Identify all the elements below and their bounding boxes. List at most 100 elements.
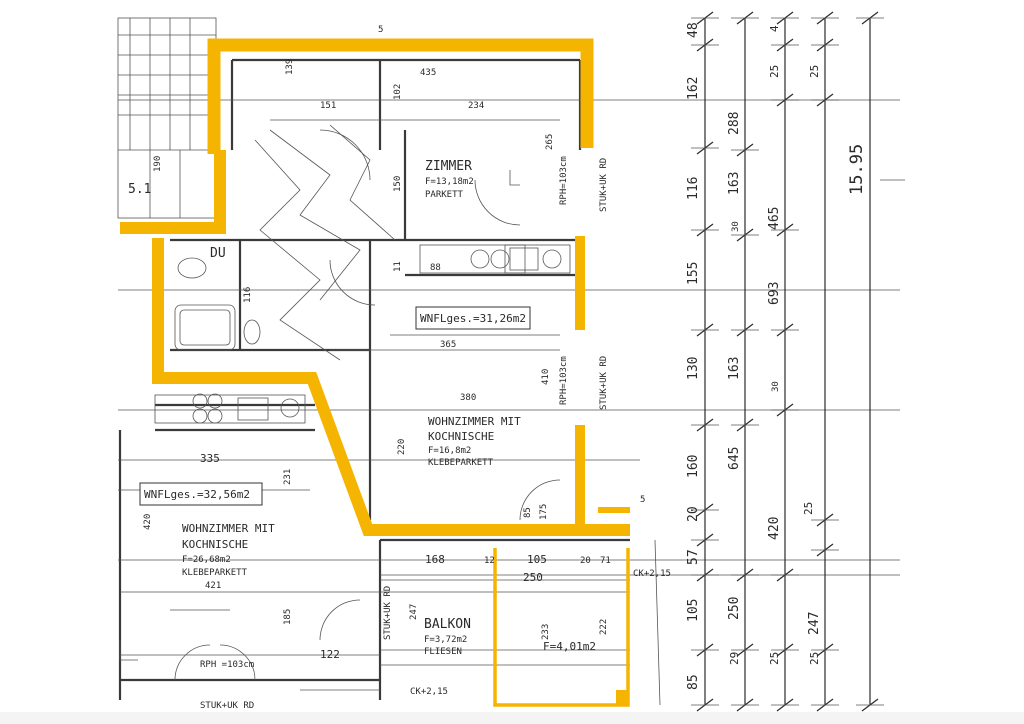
room-zimmer: ZIMMER F=13,18m2 PARKETT [425,159,474,200]
annotation-balcony-area: F=4,01m2 [543,640,596,653]
chain2-label: 645 [727,447,742,470]
annotations: F=4,01m2 RPH =103cm STUK+UK RD STUK+UK R… [200,156,671,711]
chain1-label: 48 [686,22,701,38]
chain1-label: 57 [686,549,701,565]
dim-265: 265 [545,134,555,150]
annotation-stuk-bottom: STUK+UK RD [200,701,254,711]
chain1-label: 162 [686,77,701,100]
staircase: 5.1 190 [117,17,217,219]
dim-88: 88 [430,263,441,273]
dim-234: 234 [468,101,484,111]
chain-4: 25 25 247 25 [802,65,822,665]
shower-tray [174,304,236,351]
chain4-label: 25 [802,502,815,515]
chain2-label: 163 [727,172,742,195]
room-wz-right-floor: KLEBEPARKETT [428,458,494,468]
room-zimmer-name: ZIMMER [425,159,472,174]
bath-label: DU [210,246,226,261]
washbasin [177,257,207,279]
dim-11: 11 [393,261,403,272]
chain1-label: 20 [686,506,701,522]
area-box-left-text: WNFLges.=32,56m2 [144,488,250,501]
balcony-outline [493,548,630,707]
annotation-ck-1: CK+2,15 [633,569,671,579]
highlight-top-wall [207,38,594,154]
area-box-right-text: WNFLges.=31,26m2 [420,312,526,325]
walls [118,58,900,700]
room-wz-left-area: F=26,68m2 [182,555,231,565]
dim-168: 168 [425,553,445,566]
chain2-label: 30 [731,221,741,232]
fixtures: DU [119,124,571,681]
room-balkon-area: F=3,72m2 [424,635,467,645]
room-wohnzimmer-left: WOHNZIMMER MIT KOCHNISCHE F=26,68m2 KLEB… [182,522,275,578]
area-box-left: WNFLges.=32,56m2 [139,482,263,506]
chain-1: 48 162 116 155 130 160 20 57 105 85 [686,22,701,690]
toilet [243,319,261,345]
room-wz-left-name-2: KOCHNISCHE [182,538,248,551]
dim-20-inner: 20 [580,556,591,566]
area-box-right: WNFLges.=31,26m2 [415,306,531,330]
dim-12: 12 [484,556,495,566]
dim-220: 220 [397,439,407,455]
chain2-label: 29 [728,652,741,665]
chain2-label: 163 [727,357,742,380]
dim-71: 71 [600,556,611,566]
annotation-rph: RPH =103cm [200,660,254,670]
dim-85-inner: 85 [523,507,533,518]
dim-250: 250 [523,571,543,584]
dim-5-1: 5.1 [128,182,151,197]
dim-222: 222 [599,619,609,635]
chain3-label: 465 [767,207,782,230]
chain3-label: 4 [768,25,781,32]
dim-139: 139 [285,59,295,75]
dim-435: 435 [420,68,436,78]
dim-231: 231 [283,469,293,485]
dimension-chains: 48 162 116 155 130 160 20 57 105 85 288 … [654,11,905,712]
annotation-rph-top: RPH=103cm [559,156,569,205]
dim-420-left: 420 [143,514,153,530]
chain1-label: 160 [686,455,701,478]
dim-150: 150 [393,176,403,192]
annotation-stuk-mid: STUK+UK RD [599,356,609,410]
chain4-label: 25 [808,65,821,78]
chain4-label: 25 [808,652,821,665]
chain1-label: 130 [686,357,701,380]
chain1-label: 105 [686,599,701,622]
dim-190: 190 [153,156,163,172]
chain2-label: 250 [727,597,742,620]
dim-151: 151 [320,101,336,111]
chain1-label: 85 [686,674,701,690]
chain2-label: 288 [727,112,742,135]
dim-380: 380 [460,393,476,403]
room-balkon-name: BALKON [424,617,471,632]
room-wz-left-floor: KLEBEPARKETT [182,568,248,578]
room-wz-left-name-1: WOHNZIMMER MIT [182,522,275,535]
dimension-ticks [691,11,884,712]
annotation-ck-2: CK+2,15 [410,687,448,697]
annotation-rph-mid: RPH=103cm [559,356,569,405]
room-wohnzimmer-right: WOHNZIMMER MIT KOCHNISCHE F=16,8m2 KLEBE… [428,415,521,468]
dim-185: 185 [283,609,293,625]
dim-233: 233 [541,624,551,640]
dim-365: 365 [440,340,456,350]
room-wz-right-name-1: WOHNZIMMER MIT [428,415,521,428]
dim-247: 247 [409,604,419,620]
dim-102: 102 [393,84,403,100]
dim-335: 335 [200,452,220,465]
dim-116: 116 [243,287,253,303]
dim-421: 421 [205,581,221,591]
chain-3: 4 25 465 693 30 420 25 [767,25,782,665]
room-zimmer-area: F=13,18m2 [425,177,474,187]
dim-410: 410 [541,369,551,385]
highlight-walls [120,38,630,707]
room-wz-right-name-2: KOCHNISCHE [428,430,494,443]
dim-105: 105 [527,553,547,566]
chain3-label: 25 [768,65,781,78]
chain3-label: 30 [771,381,781,392]
annotation-stuk-left: STUK+UK RD [383,586,393,640]
room-balkon: BALKON F=3,72m2 FLIESEN [424,617,471,657]
dim-175: 175 [539,504,549,520]
chain4-label: 247 [807,612,822,635]
